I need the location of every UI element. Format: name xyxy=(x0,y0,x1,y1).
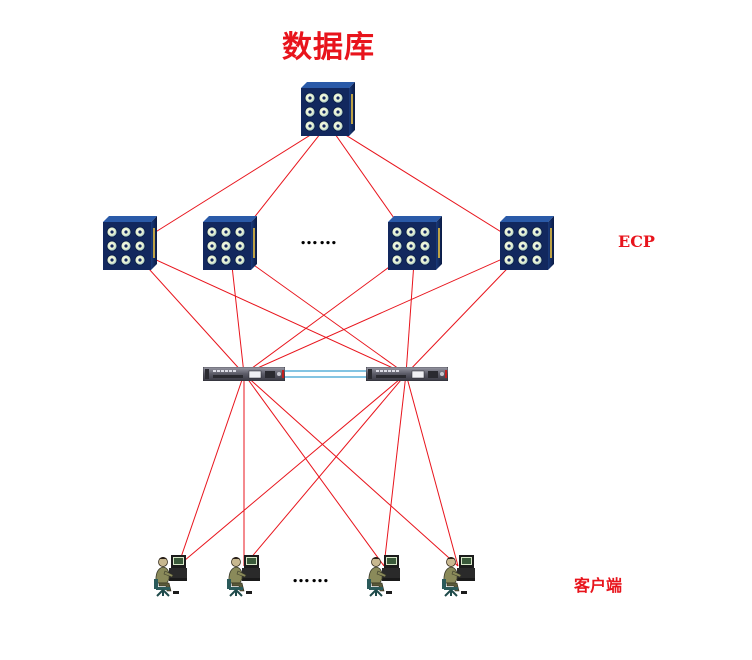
client-4-workstation-user-icon xyxy=(441,554,475,597)
ecp-more-ellipsis: …… xyxy=(300,228,338,249)
switch-trunk-links xyxy=(285,370,366,378)
ecp-2-database-server-icon xyxy=(203,216,257,270)
switch-1-network-switch-icon xyxy=(203,367,285,381)
link-ecp-4-switch-1 xyxy=(243,247,528,375)
ecp-3-database-server-icon xyxy=(388,216,442,270)
client-3-workstation-user-icon xyxy=(366,554,400,597)
link-switch-1-client-1 xyxy=(177,373,245,567)
link-switch-1-client-3 xyxy=(243,373,385,567)
link-db-ecp-4 xyxy=(327,123,528,249)
ecp-tier-label: ECP xyxy=(618,232,655,251)
client-1-workstation-user-icon xyxy=(153,554,187,597)
link-switch-2-client-3 xyxy=(383,373,407,567)
db-database-server-icon xyxy=(301,82,355,136)
diagram-title: 数据库 xyxy=(282,30,375,65)
link-switch-2-client-4 xyxy=(405,373,459,567)
switch-2-network-switch-icon xyxy=(366,367,448,381)
link-switch-2-client-1 xyxy=(177,373,407,567)
link-ecp-2-switch-2 xyxy=(229,247,407,375)
link-ecp-1-switch-2 xyxy=(129,247,407,375)
client-more-ellipsis: …… xyxy=(292,566,330,587)
link-ecp-3-switch-1 xyxy=(243,247,416,375)
link-switch-2-client-2 xyxy=(243,373,407,567)
link-db-ecp-1 xyxy=(129,123,329,249)
ecp-1-database-server-icon xyxy=(103,216,157,270)
link-switch-1-client-4 xyxy=(243,373,459,567)
client-tier-label: 客户端 xyxy=(574,576,623,595)
connection-links xyxy=(129,123,528,567)
ecp-4-database-server-icon xyxy=(500,216,554,270)
